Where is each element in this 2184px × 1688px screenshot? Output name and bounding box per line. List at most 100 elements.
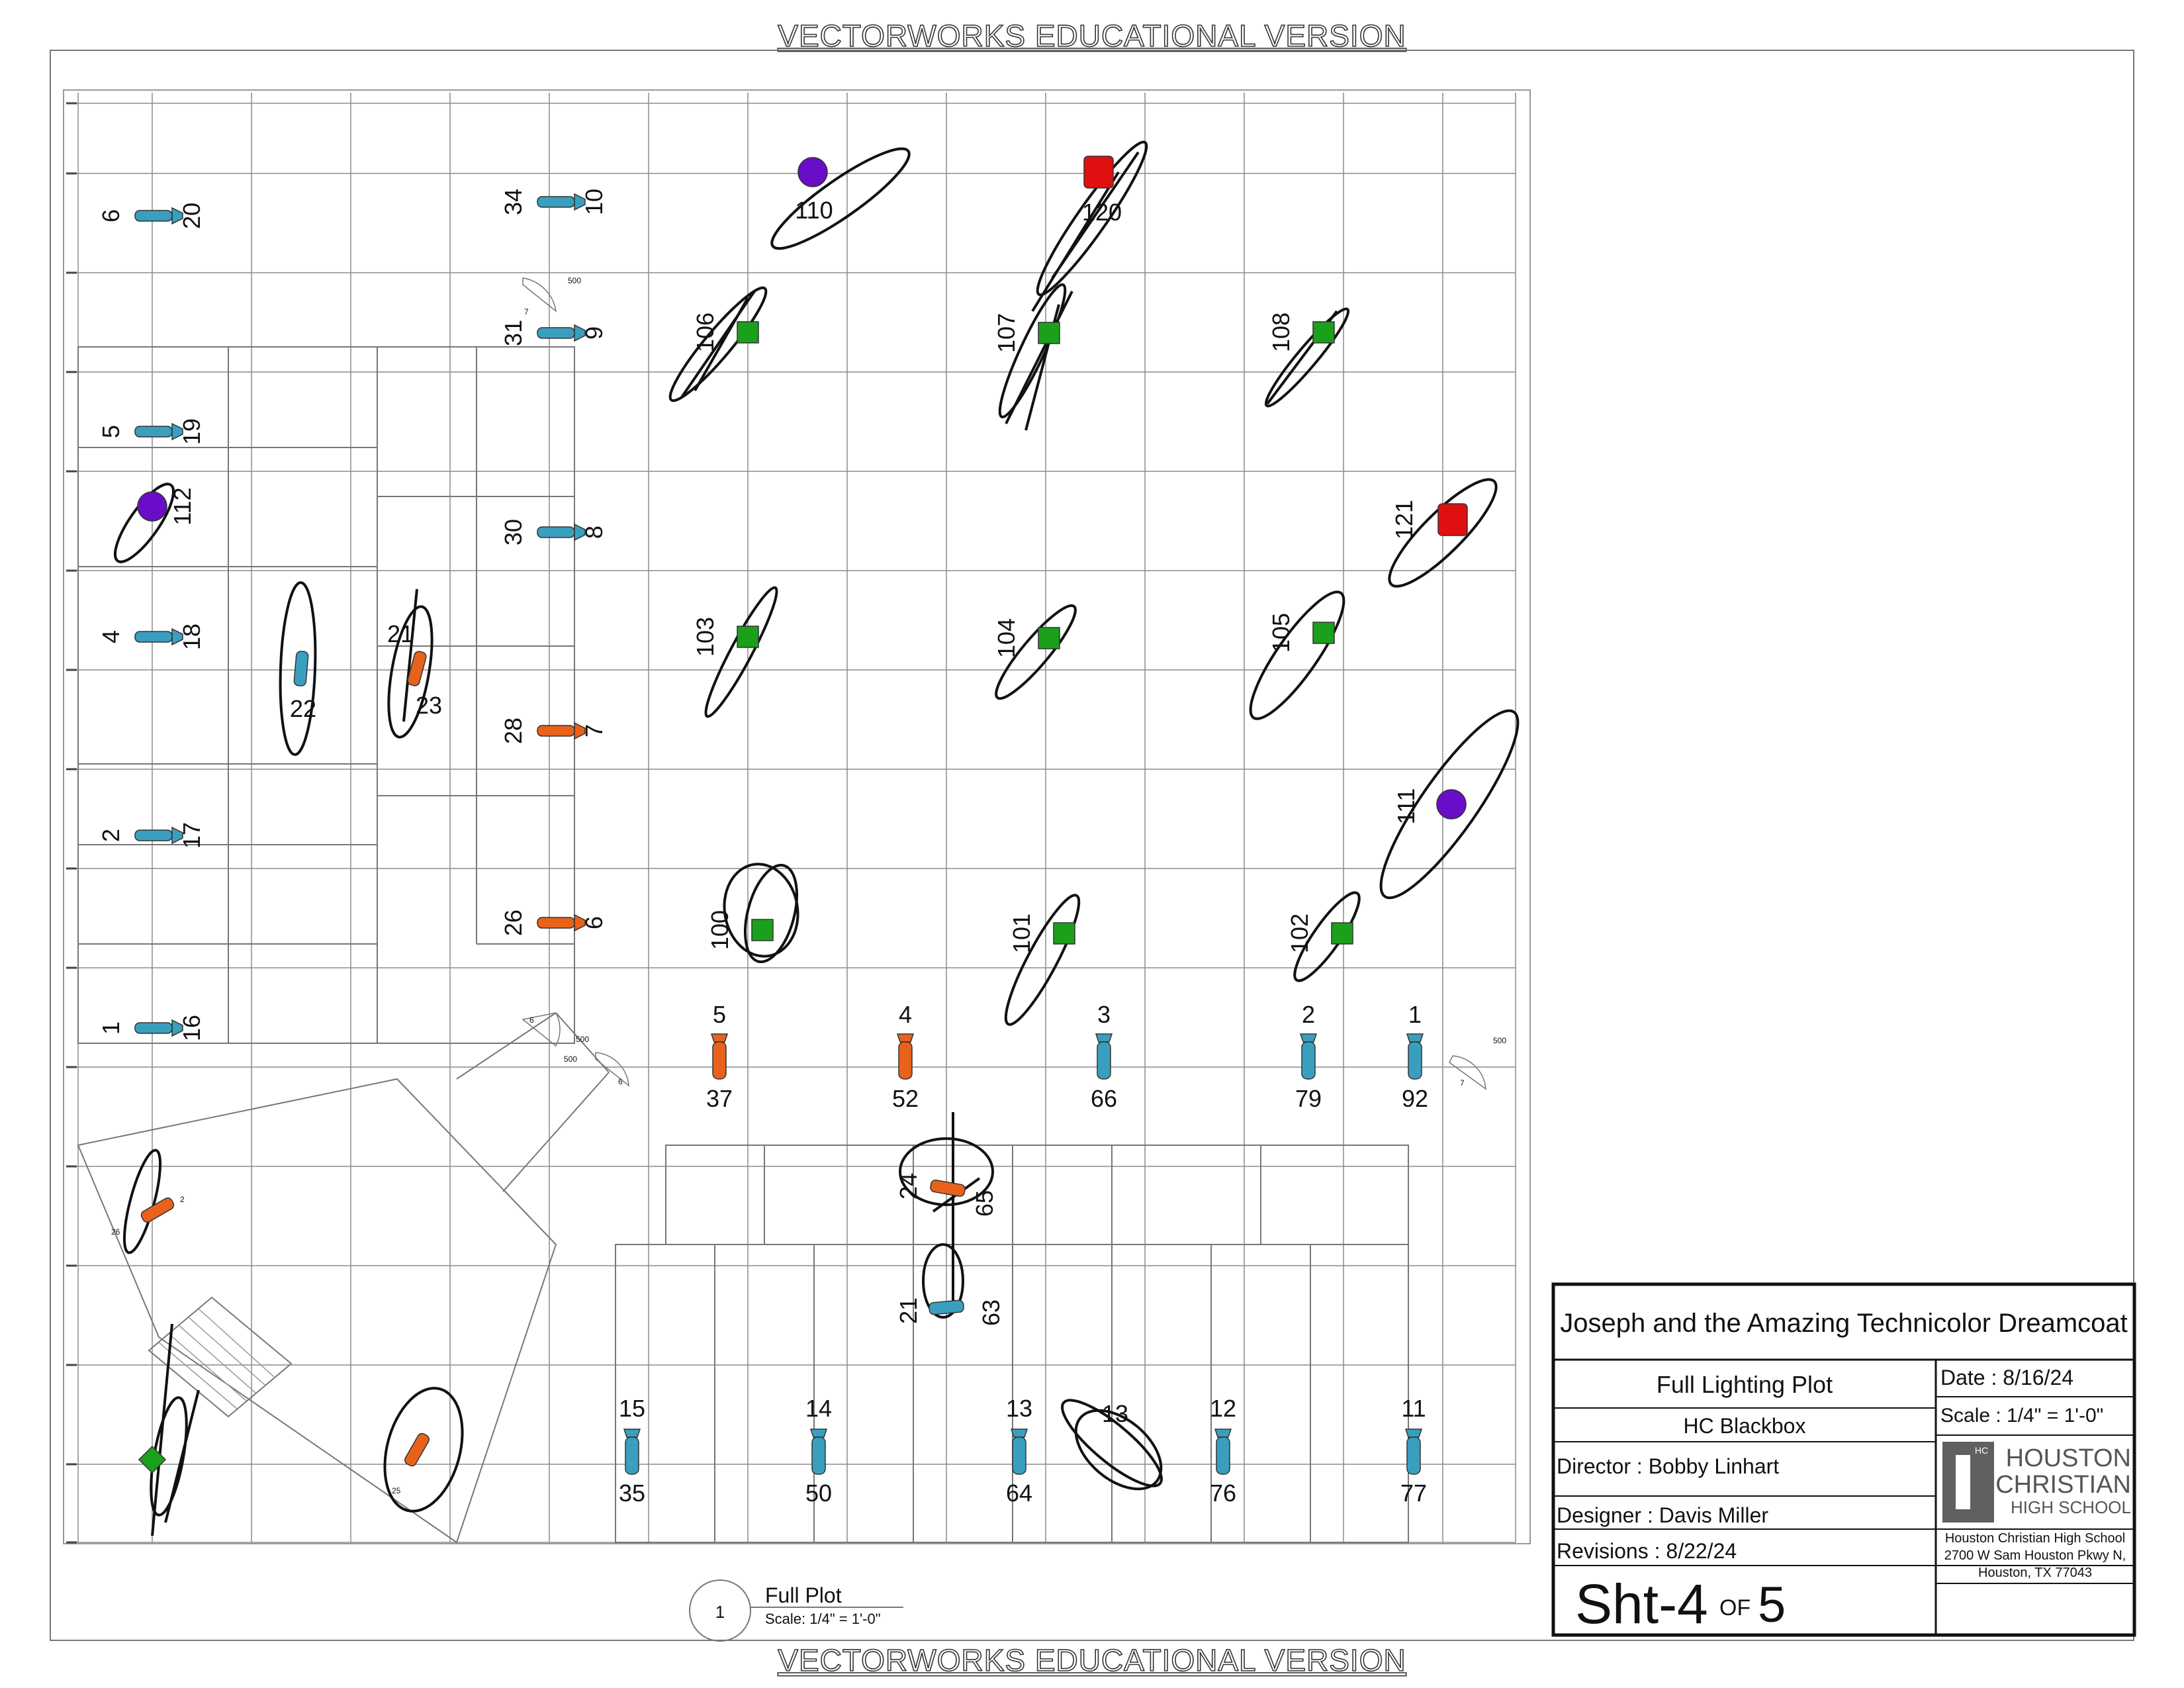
ellipsoidal-fixture (134, 1022, 173, 1034)
fixture-number: 4 (899, 1001, 912, 1028)
logo-initials: HC (1975, 1445, 1988, 1456)
plot-scale: Scale : 1/4" = 1'-0" (1940, 1405, 2103, 1427)
focus-scribble (113, 483, 175, 563)
address-line-1: Houston Christian High School (1945, 1531, 2125, 1546)
channel-label: 21 (387, 620, 414, 647)
stair-treads (158, 1308, 275, 1409)
ellipsoidal-fixture (537, 917, 575, 929)
channel-label: 52 (892, 1085, 919, 1112)
ellipsoidal-fixture (537, 196, 575, 208)
focus-scribble (922, 1243, 964, 1319)
channel-label: 37 (706, 1085, 733, 1112)
school-logo: HC HOUSTON CHRISTIAN HIGH SCHOOL (1942, 1442, 2131, 1523)
fixture-lens (574, 523, 586, 541)
fixture-yoke (1095, 1033, 1113, 1043)
tiny-labels: 500 7 500 6 500 6 500 7 2 26 25 (111, 276, 1506, 1495)
fixture-lens (171, 826, 183, 845)
moving-light-green (1331, 922, 1353, 945)
channel-label: 66 (1091, 1085, 1117, 1112)
fixture-number: 112 (169, 487, 196, 525)
tiny-label: 500 (1493, 1036, 1506, 1045)
fixture-number: 120 (1082, 199, 1122, 226)
tiny-label: 25 (392, 1486, 401, 1495)
focus-scribble (998, 283, 1067, 418)
view-scale: Scale: 1/4" = 1'-0" (765, 1611, 881, 1627)
fixture-number: 104 (993, 618, 1020, 658)
misc-channel-labels: 21 22 23 24 65 21 63 13 (290, 620, 1128, 1427)
fixture-number: 1 (1408, 1001, 1422, 1028)
channel-label: 5 (97, 425, 124, 438)
plot-date: Date : 8/16/24 (1940, 1366, 2073, 1389)
focus-scribble (151, 1323, 200, 1536)
angled-fixture (929, 1299, 964, 1315)
door-swing (522, 277, 557, 312)
moving-light-red (1083, 156, 1114, 189)
plot-area: 500 7 500 6 500 6 500 7 2 26 25 (63, 89, 1531, 1544)
angled-fixture (404, 1432, 430, 1467)
channel-label: 26 (500, 910, 527, 936)
fixture-yoke (1299, 1033, 1318, 1043)
fixture-lens (171, 422, 183, 441)
ellipsoidal-fixture (1216, 1436, 1230, 1475)
fixture-yoke (623, 1429, 641, 1438)
channel-label: 21 (895, 1297, 922, 1324)
focus-scribble (899, 1137, 994, 1206)
title-block-text: Joseph and the Amazing Technicolor Dream… (1557, 1309, 2131, 1635)
circuit-label: 10 (580, 189, 608, 215)
channel-label: 2 (97, 829, 124, 842)
focus-scribble (1379, 709, 1520, 900)
school-name-line1: HOUSTON (2006, 1444, 2131, 1472)
focus-scribble (704, 586, 778, 718)
channel-label: 77 (1400, 1479, 1427, 1507)
moving-light-purple (137, 491, 167, 522)
diagonal-platform (77, 1078, 557, 1544)
ellipsoidal-fixture (712, 1041, 727, 1080)
door-swing (1449, 1055, 1486, 1090)
ellipsoidal-fixture (1097, 1041, 1111, 1080)
drawing-title: Full Lighting Plot (1657, 1371, 1833, 1398)
focus-scribble (1061, 1399, 1163, 1487)
ellipsoidal-fixture (1012, 1436, 1026, 1475)
moving-light-purple (1436, 789, 1467, 820)
focus-scribble (279, 581, 317, 756)
fixture-lens (171, 628, 183, 646)
view-number: 1 (715, 1602, 725, 1622)
fixture-number: 100 (706, 910, 733, 950)
designer: Designer : Davis Miller (1557, 1503, 1768, 1527)
focus-scribble (122, 1149, 162, 1254)
door-swing (595, 1052, 629, 1087)
moving-light-green (1053, 922, 1075, 945)
drawing-border (50, 50, 2134, 1641)
ellipsoidal-fixture (134, 631, 173, 643)
channel-label: 23 (416, 692, 442, 719)
fixture-number: 3 (1097, 1001, 1111, 1028)
view-number-circle (689, 1579, 751, 1642)
fixture-number: 15 (619, 1395, 645, 1422)
channel-label: 6 (97, 209, 124, 222)
focus-scribble (770, 147, 911, 250)
address-line-2: 2700 W Sam Houston Pkwy N, (1944, 1548, 2126, 1563)
ellipsoidal-fixture (1301, 1041, 1316, 1080)
fixture-lens (171, 1019, 183, 1037)
fixture-number: 102 (1286, 914, 1313, 953)
director: Director : Bobby Linhart (1557, 1454, 1779, 1478)
channel-label: 22 (290, 695, 316, 722)
tiny-label: 7 (524, 307, 529, 316)
circuit-label: 6 (580, 916, 608, 929)
ellipsoidal-fixture (134, 829, 173, 841)
fixture-yoke (1010, 1429, 1028, 1438)
angled-fixture (407, 651, 427, 686)
angled-fixture (293, 651, 309, 686)
fixture-yoke (1214, 1429, 1232, 1438)
fixture-lens (574, 722, 586, 740)
pipe-grid (66, 93, 1516, 1544)
circuit-label: 16 (178, 1015, 205, 1041)
diag-line (456, 1012, 557, 1080)
diag-line (502, 1072, 610, 1192)
circuit-label: 8 (580, 526, 608, 539)
school-name-line2: CHRISTIAN (1995, 1471, 2131, 1499)
moving-light-purple (797, 157, 828, 187)
door-swing (522, 1012, 561, 1047)
channel-label: 63 (978, 1299, 1005, 1326)
ellipsoidal-fixture (811, 1436, 826, 1475)
